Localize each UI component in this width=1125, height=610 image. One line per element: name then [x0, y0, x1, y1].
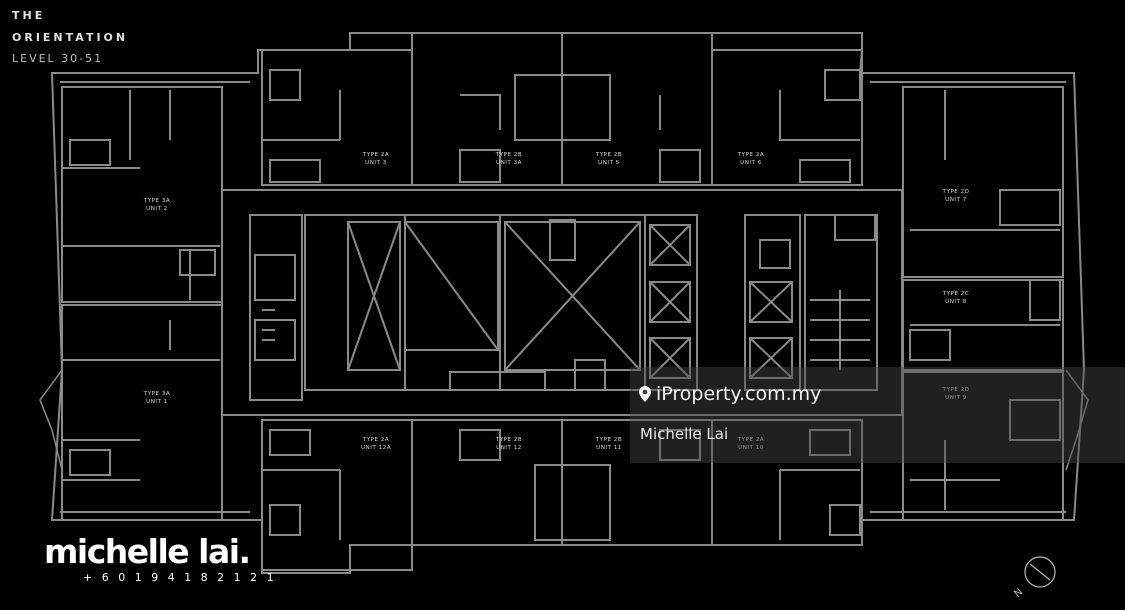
unit-type: TYPE 3A	[143, 391, 171, 397]
brand-phone: + 6 0 1 9 4 1 8 2 1 2 1	[83, 571, 277, 584]
unit-9-outline	[902, 371, 1064, 521]
unit-type: TYPE 2A	[362, 152, 390, 158]
title-line-1: THE	[12, 9, 46, 22]
unit-label: TYPE 2A UNIT 10	[711, 436, 791, 453]
unit-label: TYPE 2A UNIT 3	[336, 151, 416, 168]
unit-number: UNIT 12	[496, 445, 522, 452]
unit-type: TYPE 3A	[143, 198, 171, 204]
watermark-site: iProperty.com.my	[638, 383, 821, 405]
unit-number: UNIT 3A	[495, 160, 522, 167]
unit-2-outline	[61, 86, 223, 303]
unit-number: UNIT 5	[598, 160, 620, 167]
unit-number: UNIT 10	[738, 445, 764, 452]
unit-7-outline	[902, 86, 1064, 278]
unit-1-outline	[61, 304, 223, 521]
title-line-2: ORIENTATION	[12, 31, 129, 44]
unit-label: TYPE 3A UNIT 1	[117, 390, 197, 407]
level-label: LEVEL 30-51	[12, 52, 104, 65]
unit-type: TYPE 2B	[595, 152, 623, 158]
lift-lobby-left	[644, 214, 698, 391]
stair-left	[249, 214, 303, 401]
core-outline	[221, 189, 903, 416]
unit-label: TYPE 2C UNIT 8	[916, 290, 996, 307]
watermark-agent: Michelle Lai	[640, 425, 729, 443]
unit-type: TYPE 2B	[595, 437, 623, 443]
unit-number: UNIT 9	[945, 395, 967, 402]
compass-label: N	[1012, 587, 1025, 600]
north-compass-icon: N	[1012, 556, 1056, 600]
unit-type: TYPE 2A	[362, 437, 390, 443]
unit-number: UNIT 11	[596, 445, 622, 452]
unit-label: TYPE 2A UNIT 6	[711, 151, 791, 168]
brand-logo: michelle lai.	[44, 532, 251, 571]
unit-type: TYPE 2C	[942, 291, 970, 297]
unit-number: UNIT 8	[945, 299, 967, 306]
unit-number: UNIT 6	[740, 160, 762, 167]
unit-label: TYPE 3A UNIT 2	[117, 197, 197, 214]
unit-label: TYPE 2D UNIT 7	[916, 188, 996, 205]
unit-type: TYPE 2A	[737, 437, 765, 443]
unit-type: TYPE 2A	[737, 152, 765, 158]
unit-number: UNIT 7	[945, 197, 967, 204]
lift-lobby-right	[744, 214, 801, 391]
unit-6-outline	[711, 49, 863, 186]
unit-label: TYPE 2A UNIT 12A	[336, 436, 416, 453]
location-pin-icon	[639, 386, 651, 402]
unit-label: TYPE 2B UNIT 11	[569, 436, 649, 453]
unit-10-outline	[711, 419, 863, 546]
watermark-site-text: iProperty.com.my	[656, 383, 822, 405]
unit-type: TYPE 2B	[495, 152, 523, 158]
unit-number: UNIT 2	[146, 206, 168, 213]
unit-label: TYPE 2B UNIT 12	[469, 436, 549, 453]
unit-number: UNIT 1	[146, 399, 168, 406]
unit-type: TYPE 2D	[942, 387, 970, 393]
unit-type: TYPE 2B	[495, 437, 523, 443]
unit-number: UNIT 12A	[360, 445, 392, 452]
unit-number: UNIT 3	[365, 160, 387, 167]
unit-label: TYPE 2D UNIT 9	[916, 386, 996, 403]
unit-label: TYPE 2B UNIT 3A	[469, 151, 549, 168]
unit-label: TYPE 2B UNIT 5	[569, 151, 649, 168]
watermark-band	[630, 367, 1125, 463]
unit-type: TYPE 2D	[942, 189, 970, 195]
